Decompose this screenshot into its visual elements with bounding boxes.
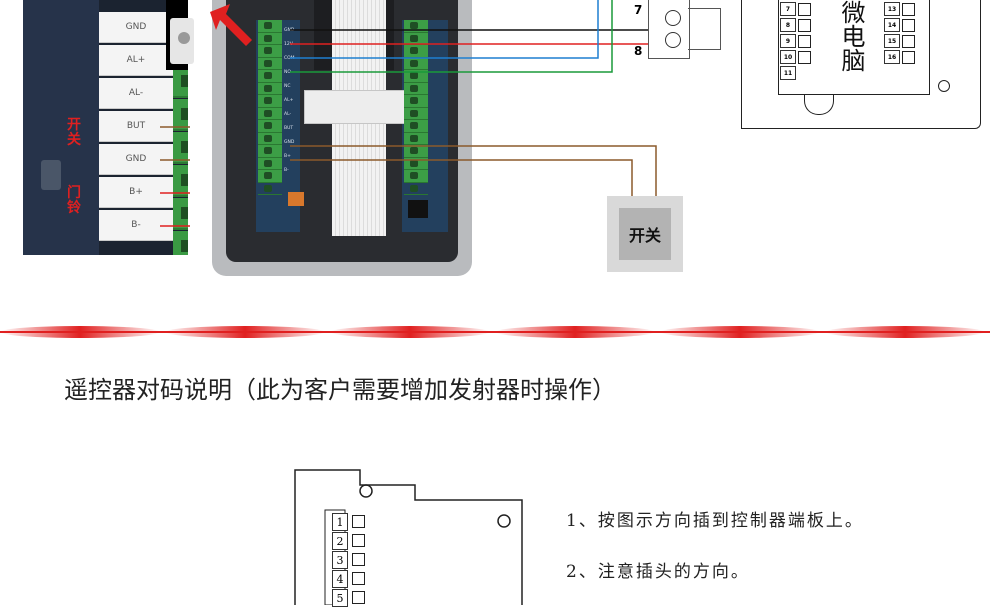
device-terminal-label: NO xyxy=(284,70,291,75)
microcomputer-board xyxy=(741,0,981,129)
device-terminal-label: AL- xyxy=(284,112,292,117)
board-inner xyxy=(778,0,930,95)
device-terminal-label: B+ xyxy=(284,154,291,159)
pin-socket xyxy=(352,515,365,528)
pin-number: 15 xyxy=(884,34,900,48)
pin-socket xyxy=(352,553,365,566)
side-label-bell: 门铃 xyxy=(67,185,81,216)
pin-number: 10 xyxy=(780,50,796,64)
board-notch xyxy=(804,94,834,115)
terminal-screw xyxy=(173,165,188,197)
pin-label-7: 7 xyxy=(634,3,643,17)
pin-number-1: 1 xyxy=(332,513,348,531)
terminal-strip-left xyxy=(258,20,282,195)
device-terminal-label: COM xyxy=(284,56,295,61)
section-divider xyxy=(0,326,990,338)
connector-plug xyxy=(688,8,721,50)
pin-panel-outline xyxy=(294,469,523,605)
pcb-component xyxy=(41,160,61,190)
pin-socket xyxy=(352,572,365,585)
wire-brown xyxy=(290,159,633,196)
pin-column-right: 13 14 15 16 xyxy=(884,2,919,72)
pin-number-3: 3 xyxy=(332,551,348,569)
device-terminal-label: 12V xyxy=(284,42,293,47)
pin-number: 16 xyxy=(884,50,900,64)
instruction-step-1: 1、按图示方向插到控制器端板上。 xyxy=(566,511,864,531)
switch-label: 开关 xyxy=(619,208,671,260)
pin-number-5: 5 xyxy=(332,589,348,607)
terminal-label-al-plus: AL+ xyxy=(99,45,173,76)
side-label-switch: 开关 xyxy=(67,117,81,148)
pin-number-4: 4 xyxy=(332,570,348,588)
terminal-screw xyxy=(173,132,188,164)
screw-head xyxy=(178,32,190,44)
terminal-screw xyxy=(173,66,188,98)
microcomputer-label: 微电脑 xyxy=(837,0,865,72)
terminal-screw xyxy=(173,198,188,230)
connector-orange xyxy=(288,192,304,206)
pcb-board xyxy=(23,0,99,255)
pcb-chip xyxy=(408,200,428,218)
instruction-step-2: 2、注意插头的方向。 xyxy=(566,562,750,582)
device-terminal-label: GND xyxy=(284,28,295,33)
screw-icon xyxy=(665,32,681,48)
mount-hole xyxy=(938,80,950,92)
pin-number: 11 xyxy=(780,66,796,80)
pin-number: 8 xyxy=(780,18,796,32)
wire-blue xyxy=(290,0,599,59)
screw-icon xyxy=(665,10,681,26)
pin-number-2: 2 xyxy=(332,532,348,550)
terminal-screw xyxy=(173,99,188,131)
wire-green xyxy=(290,0,613,73)
pin-socket xyxy=(352,534,365,547)
pointer-arrow-icon xyxy=(210,4,252,46)
pin-column-left: 7 8 9 10 11 xyxy=(780,2,815,92)
wire-brown xyxy=(290,145,657,196)
pin-label-8: 8 xyxy=(634,44,643,58)
pin-number: 9 xyxy=(780,34,796,48)
pin-number: 7 xyxy=(780,2,796,16)
section-title: 遥控器对码说明（此为客户需要增加发射器时操作） xyxy=(64,376,616,404)
device-terminal-label: AL+ xyxy=(284,98,294,103)
device-terminal-label: B- xyxy=(284,168,289,173)
device-terminal-label: BUT xyxy=(284,126,294,131)
terminal-screw xyxy=(173,231,188,255)
device-terminal-label: NC xyxy=(284,84,291,89)
terminal-connector xyxy=(648,0,690,59)
cable-clip xyxy=(304,90,414,124)
device-terminal-label: GND xyxy=(284,140,295,145)
terminal-block-photo: GND AL+ AL- BUT GND B+ B- 开关 门铃 xyxy=(23,0,188,255)
pin-number: 14 xyxy=(884,18,900,32)
pin-number: 13 xyxy=(884,2,900,16)
wiring-diagram xyxy=(160,0,657,227)
pin-socket xyxy=(352,591,365,604)
terminal-label-gnd: GND xyxy=(99,12,173,43)
switch-box: 开关 xyxy=(607,196,683,272)
terminal-label-al-minus: AL- xyxy=(99,78,173,109)
